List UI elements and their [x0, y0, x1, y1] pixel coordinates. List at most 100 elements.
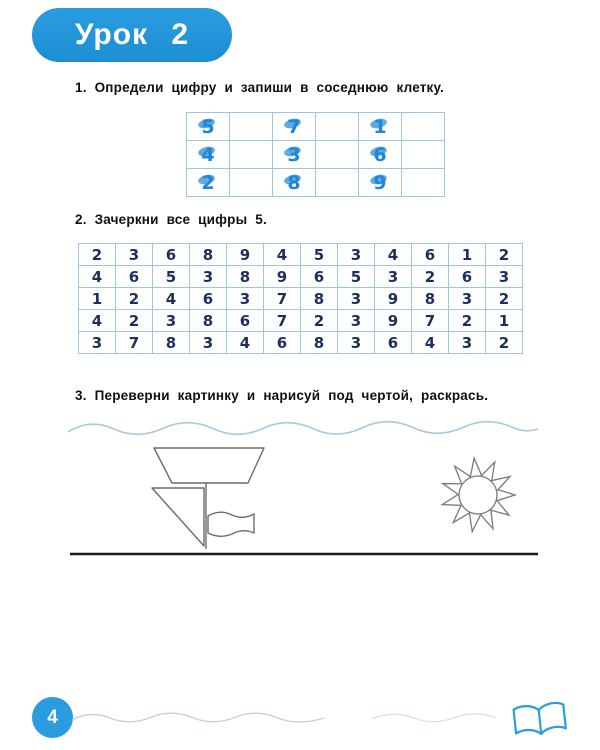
task1-answer-cell: [229, 168, 273, 197]
lesson-title: Урок 2: [74, 18, 190, 51]
task2-number-cell: 3: [485, 265, 523, 288]
task2-number-cell: 8: [189, 309, 227, 332]
boat-hull: [153, 447, 265, 484]
task2-number-cell: 6: [448, 265, 486, 288]
printed-digit: 3: [287, 143, 301, 166]
page-number-badge: 4: [32, 697, 73, 738]
task2-number-cell: 4: [78, 309, 116, 332]
page-number: 4: [47, 706, 58, 728]
task2-number-cell: 6: [411, 243, 449, 266]
book-spine: [537, 709, 543, 735]
printed-digit: 8: [287, 171, 301, 194]
task1-grid: 5 7 1 4 3 6 2 8 9: [186, 112, 445, 197]
task2-number-cell: 1: [78, 287, 116, 310]
task2-number-cell: 8: [300, 287, 338, 310]
task2-number-cell: 4: [226, 331, 264, 354]
task2-number-cell: 4: [263, 243, 301, 266]
task2-number-cell: 6: [374, 331, 412, 354]
task2-number-cell: 8: [152, 331, 190, 354]
task2-title: 2. Зачеркни все цифры 5.: [75, 212, 267, 227]
task2-number-cell: 2: [78, 243, 116, 266]
task2-number-cell: 6: [189, 287, 227, 310]
task2-number-cell: 3: [337, 287, 375, 310]
task1-row: 5 7 1: [186, 112, 445, 141]
open-book-icon: [512, 701, 567, 736]
task1-answer-cell: [315, 140, 359, 169]
wavy-water-line: [67, 420, 539, 436]
printed-digit: 1: [373, 115, 387, 138]
task1-answer-cell: [401, 140, 445, 169]
task1-printed-digit-cell: 9: [358, 168, 402, 197]
task2-number-cell: 2: [448, 309, 486, 332]
task2-number-cell: 8: [189, 243, 227, 266]
boat-flag: [207, 511, 255, 537]
task2-number-cell: 8: [226, 265, 264, 288]
task2-number-cell: 1: [448, 243, 486, 266]
task2-number-cell: 4: [78, 265, 116, 288]
task2-number-cell: 2: [485, 243, 523, 266]
printed-digit: 4: [201, 143, 215, 166]
task1-printed-digit-cell: 3: [272, 140, 316, 169]
task2-number-cell: 3: [448, 331, 486, 354]
task1-answer-cell: [229, 140, 273, 169]
printed-digit: 2: [201, 171, 215, 194]
task2-number-cell: 2: [411, 265, 449, 288]
task2-number-cell: 2: [115, 309, 153, 332]
task2-number-cell: 6: [115, 265, 153, 288]
task2-number-cell: 5: [337, 265, 375, 288]
decorative-wave-line-1: [72, 712, 325, 723]
task2-number-cell: 3: [337, 309, 375, 332]
sun-ray: [495, 488, 518, 502]
task2-number-cell: 3: [152, 309, 190, 332]
task1-printed-digit-cell: 1: [358, 112, 402, 141]
task2-number-cell: 3: [226, 287, 264, 310]
task1-row: 4 3 6: [186, 140, 445, 169]
task2-number-cell: 9: [374, 287, 412, 310]
task2-number-cell: 3: [189, 331, 227, 354]
task2-number-cell: 4: [152, 287, 190, 310]
upside-down-sailboat: [151, 447, 265, 549]
task1-answer-cell: [401, 112, 445, 141]
task2-number-cell: 2: [115, 287, 153, 310]
printed-digit: 5: [201, 115, 215, 138]
task1-printed-digit-cell: 5: [186, 112, 230, 141]
task1-answer-cell: [229, 112, 273, 141]
task1-answer-cell: [315, 168, 359, 197]
task2-number-cell: 8: [300, 331, 338, 354]
task2-number-cell: 2: [300, 309, 338, 332]
task2-number-cell: 4: [374, 243, 412, 266]
task2-number-cell: 9: [226, 243, 264, 266]
task1-answer-cell: [315, 112, 359, 141]
task1-printed-digit-cell: 4: [186, 140, 230, 169]
task2-number-cell: 6: [152, 243, 190, 266]
boat-sail: [151, 487, 205, 547]
task2-number-cell: 4: [411, 331, 449, 354]
task2-number-cell: 7: [411, 309, 449, 332]
task2-number-cell: 7: [115, 331, 153, 354]
decorative-wave: [72, 712, 497, 723]
task2-number-cell: 9: [263, 265, 301, 288]
task2-number-cell: 7: [263, 309, 301, 332]
task2-number-cell: 3: [115, 243, 153, 266]
task2-number-cell: 6: [263, 331, 301, 354]
lesson-header: Урок 2: [32, 8, 232, 62]
task2-number-cell: 6: [300, 265, 338, 288]
printed-digit: 7: [287, 115, 301, 138]
task3-drawing: [67, 420, 539, 556]
task2-number-cell: 8: [411, 287, 449, 310]
printed-digit: 6: [373, 143, 387, 166]
task3-title: 3. Переверни картинку и нарисуй под черт…: [75, 388, 489, 403]
sun-icon: [440, 456, 518, 534]
task1-row: 2 8 9: [186, 168, 445, 197]
task2-number-cell: 3: [374, 265, 412, 288]
task1-printed-digit-cell: 7: [272, 112, 316, 141]
task1-title: 1. Определи цифру и запиши в соседнюю кл…: [75, 80, 444, 95]
task2-number-cell: 3: [448, 287, 486, 310]
